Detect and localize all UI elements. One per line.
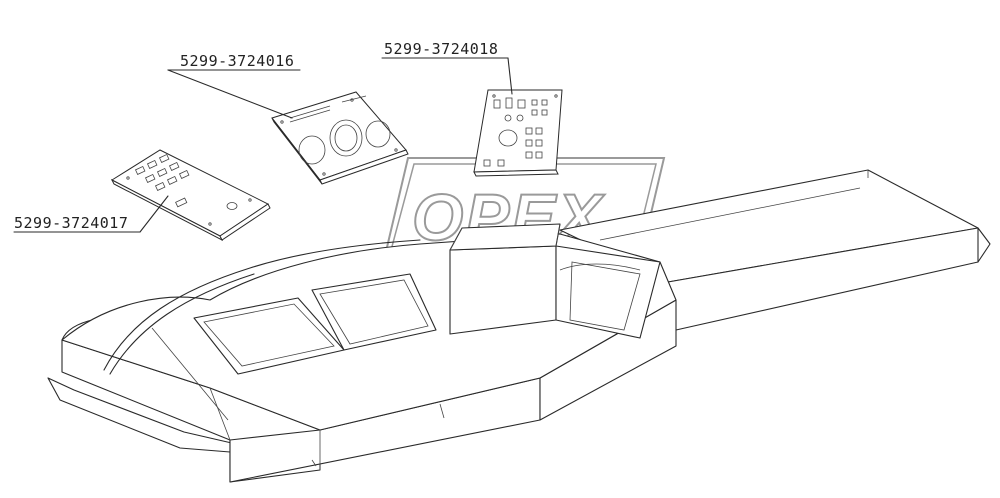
callout-3724018: 5299-3724018 — [381, 40, 513, 95]
callout-3724016: 5299-3724016 — [167, 52, 301, 119]
callout-3724017: 5299-3724017 — [13, 195, 169, 233]
gauge-panel-3724016 — [271, 91, 409, 185]
switch-panel-3724017 — [110, 149, 271, 242]
watermark-text: OPEX — [412, 180, 605, 254]
callout-label: 5299-3724016 — [180, 52, 294, 70]
callout-label: 5299-3724018 — [384, 40, 498, 58]
indicator-lamps — [483, 94, 558, 167]
switch-panel-3724018 — [473, 89, 563, 177]
callout-label: 5299-3724017 — [14, 214, 128, 232]
dashboard-body — [47, 223, 677, 483]
switch-buttons — [126, 153, 252, 226]
gauge-dials — [280, 95, 398, 176]
opex-watermark: OPEX — [382, 157, 666, 261]
